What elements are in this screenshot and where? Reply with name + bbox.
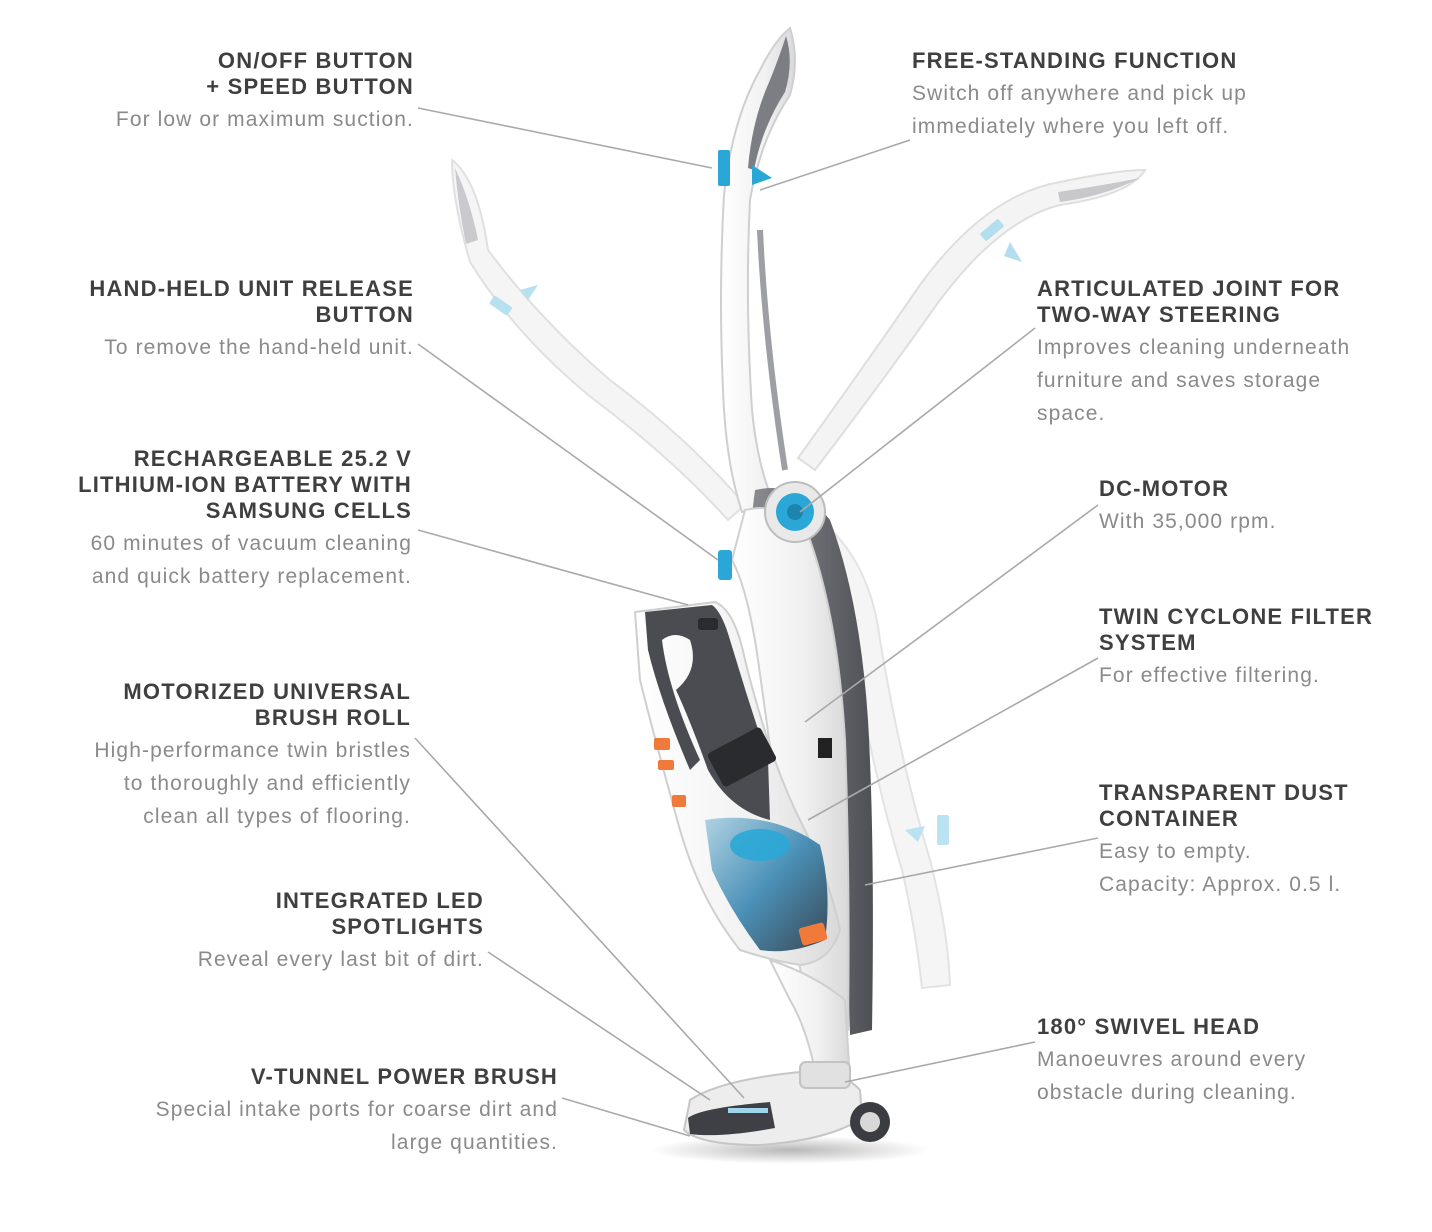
- callout-articulated-joint: ARTICULATED JOINT FOR TWO-WAY STEERING I…: [1037, 276, 1350, 430]
- callout-desc: Switch off anywhere and pick up immediat…: [912, 82, 1247, 138]
- callout-title: TRANSPARENT DUST CONTAINER: [1099, 780, 1349, 831]
- callout-desc: For effective filtering.: [1099, 664, 1320, 687]
- callout-desc: For low or maximum suction.: [115, 108, 414, 131]
- callout-battery: RECHARGEABLE 25.2 V LITHIUM-ION BATTERY …: [78, 446, 412, 593]
- callout-desc: 60 minutes of vacuum cleaning and quick …: [90, 532, 412, 588]
- callout-desc: With 35,000 rpm.: [1099, 510, 1277, 533]
- callout-desc: Easy to empty. Capacity: Approx. 0.5 l.: [1099, 840, 1342, 896]
- callout-title: DC-MOTOR: [1099, 476, 1230, 501]
- callout-desc: Special intake ports for coarse dirt and…: [155, 1098, 558, 1154]
- callout-free-standing: FREE-STANDING FUNCTION Switch off anywhe…: [912, 48, 1247, 143]
- callout-led: INTEGRATED LED SPOTLIGHTS Reveal every l…: [198, 888, 484, 976]
- callout-title: ON/OFF BUTTON + SPEED BUTTON: [206, 48, 414, 99]
- floor-brush-head: [682, 1061, 890, 1147]
- leader-lines: [414, 107, 1099, 1137]
- callout-dust-container: TRANSPARENT DUST CONTAINER Easy to empty…: [1099, 780, 1349, 901]
- callout-brush-roll: MOTORIZED UNIVERSAL BRUSH ROLL High-perf…: [94, 679, 411, 833]
- callout-desc: Manoeuvres around every obstacle during …: [1037, 1048, 1307, 1104]
- callout-title: ARTICULATED JOINT FOR TWO-WAY STEERING: [1037, 276, 1341, 327]
- callout-title: 180° SWIVEL HEAD: [1037, 1014, 1261, 1039]
- callout-title: HAND-HELD UNIT RELEASE BUTTON: [89, 276, 414, 327]
- callout-hand-held-release: HAND-HELD UNIT RELEASE BUTTON To remove …: [89, 276, 414, 364]
- callout-desc: Reveal every last bit of dirt.: [197, 948, 484, 971]
- main-handle: [718, 26, 796, 514]
- ghost-handle-left: [450, 157, 747, 522]
- callout-title: TWIN CYCLONE FILTER SYSTEM: [1099, 604, 1374, 655]
- callout-desc: To remove the hand-held unit.: [104, 336, 414, 359]
- callout-title: INTEGRATED LED SPOTLIGHTS: [275, 888, 484, 939]
- callout-desc: Improves cleaning underneath furniture a…: [1037, 336, 1351, 425]
- callout-title: MOTORIZED UNIVERSAL BRUSH ROLL: [123, 679, 411, 730]
- callout-dc-motor: DC-MOTOR With 35,000 rpm.: [1099, 476, 1277, 538]
- callout-title: V-TUNNEL POWER BRUSH: [250, 1064, 558, 1089]
- callout-desc: High-performance twin bristles to thorou…: [94, 739, 411, 828]
- callout-on-off: ON/OFF BUTTON + SPEED BUTTON For low or …: [116, 48, 414, 136]
- callout-title: RECHARGEABLE 25.2 V LITHIUM-ION BATTERY …: [78, 446, 412, 523]
- callout-title: FREE-STANDING FUNCTION: [912, 48, 1238, 73]
- callout-v-tunnel: V-TUNNEL POWER BRUSH Special intake port…: [156, 1064, 558, 1159]
- callout-swivel: 180° SWIVEL HEAD Manoeuvres around every…: [1037, 1014, 1306, 1109]
- callout-twin-cyclone: TWIN CYCLONE FILTER SYSTEM For effective…: [1099, 604, 1373, 692]
- hand-held-unit: [633, 600, 842, 967]
- ghost-handle-right: [796, 168, 1147, 472]
